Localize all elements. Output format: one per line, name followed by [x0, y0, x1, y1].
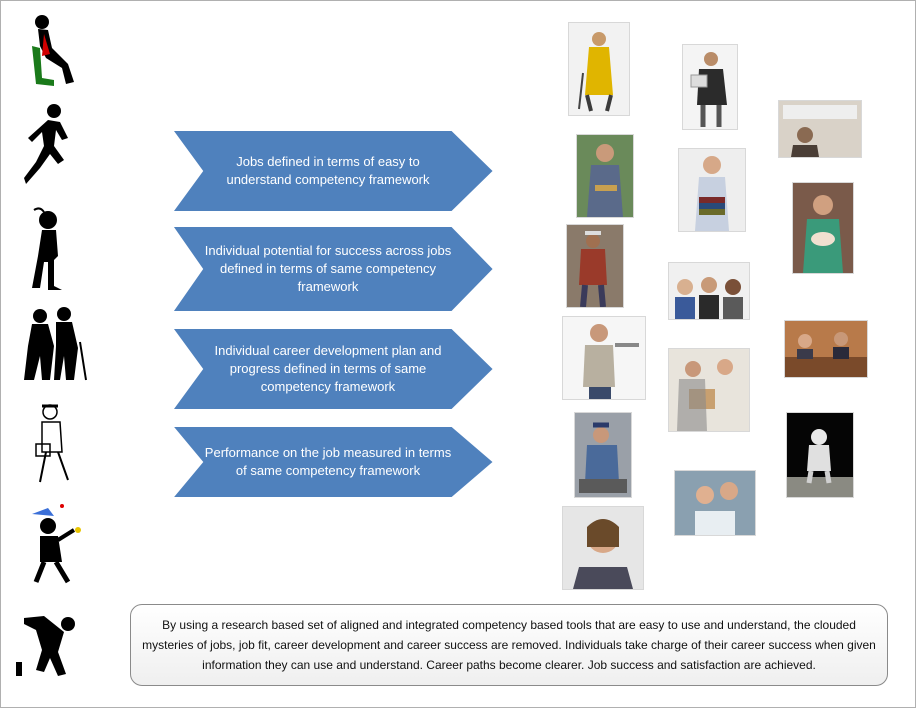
arrow-jobs-defined: Jobs defined in terms of easy to underst… [170, 128, 496, 214]
photo-astronaut-moon [786, 412, 854, 498]
photo-worker-raincoat [568, 22, 630, 116]
summary-text: By using a research based set of aligned… [142, 618, 876, 672]
runner-silhouette-icon [24, 104, 68, 184]
photo-business-meeting [784, 320, 868, 378]
arrow-jobs-defined-text: Jobs defined in terms of easy to underst… [226, 154, 430, 187]
celebrating-man-silhouette-icon [32, 504, 81, 584]
arrow-career-development: Individual career development plan and p… [170, 326, 496, 412]
photo-call-center-team [668, 262, 750, 320]
arrow-performance: Performance on the job measured in terms… [170, 424, 496, 500]
photo-construction-worker [566, 224, 624, 308]
dancing-man-silhouette-icon [16, 616, 75, 676]
elderly-couple-silhouette-icon [24, 307, 87, 381]
photo-woman-books [678, 148, 746, 232]
photo-woman-headset [562, 506, 644, 590]
photo-dentist-child [674, 470, 756, 536]
photo-nurse-baby [792, 182, 854, 274]
arrow-career-development-text: Individual career development plan and p… [214, 343, 442, 394]
walking-man-briefcase-icon [35, 404, 69, 483]
summary-box: By using a research based set of aligned… [130, 604, 888, 686]
sitting-woman-silhouette-icon [32, 15, 74, 86]
photo-mechanic [574, 412, 632, 498]
arrow-individual-potential: Individual potential for success across … [170, 224, 496, 314]
photo-scientist-periodic-table [778, 100, 862, 158]
thinking-man-silhouette-icon [32, 207, 62, 290]
arrow-performance-text: Performance on the job measured in terms… [204, 445, 452, 478]
photo-woman-tools [576, 134, 634, 218]
arrow-individual-potential-text: Individual potential for success across … [204, 243, 452, 294]
photo-waitress-tray [562, 316, 646, 400]
photo-man-reading [682, 44, 738, 130]
photo-delivery-package [668, 348, 750, 432]
